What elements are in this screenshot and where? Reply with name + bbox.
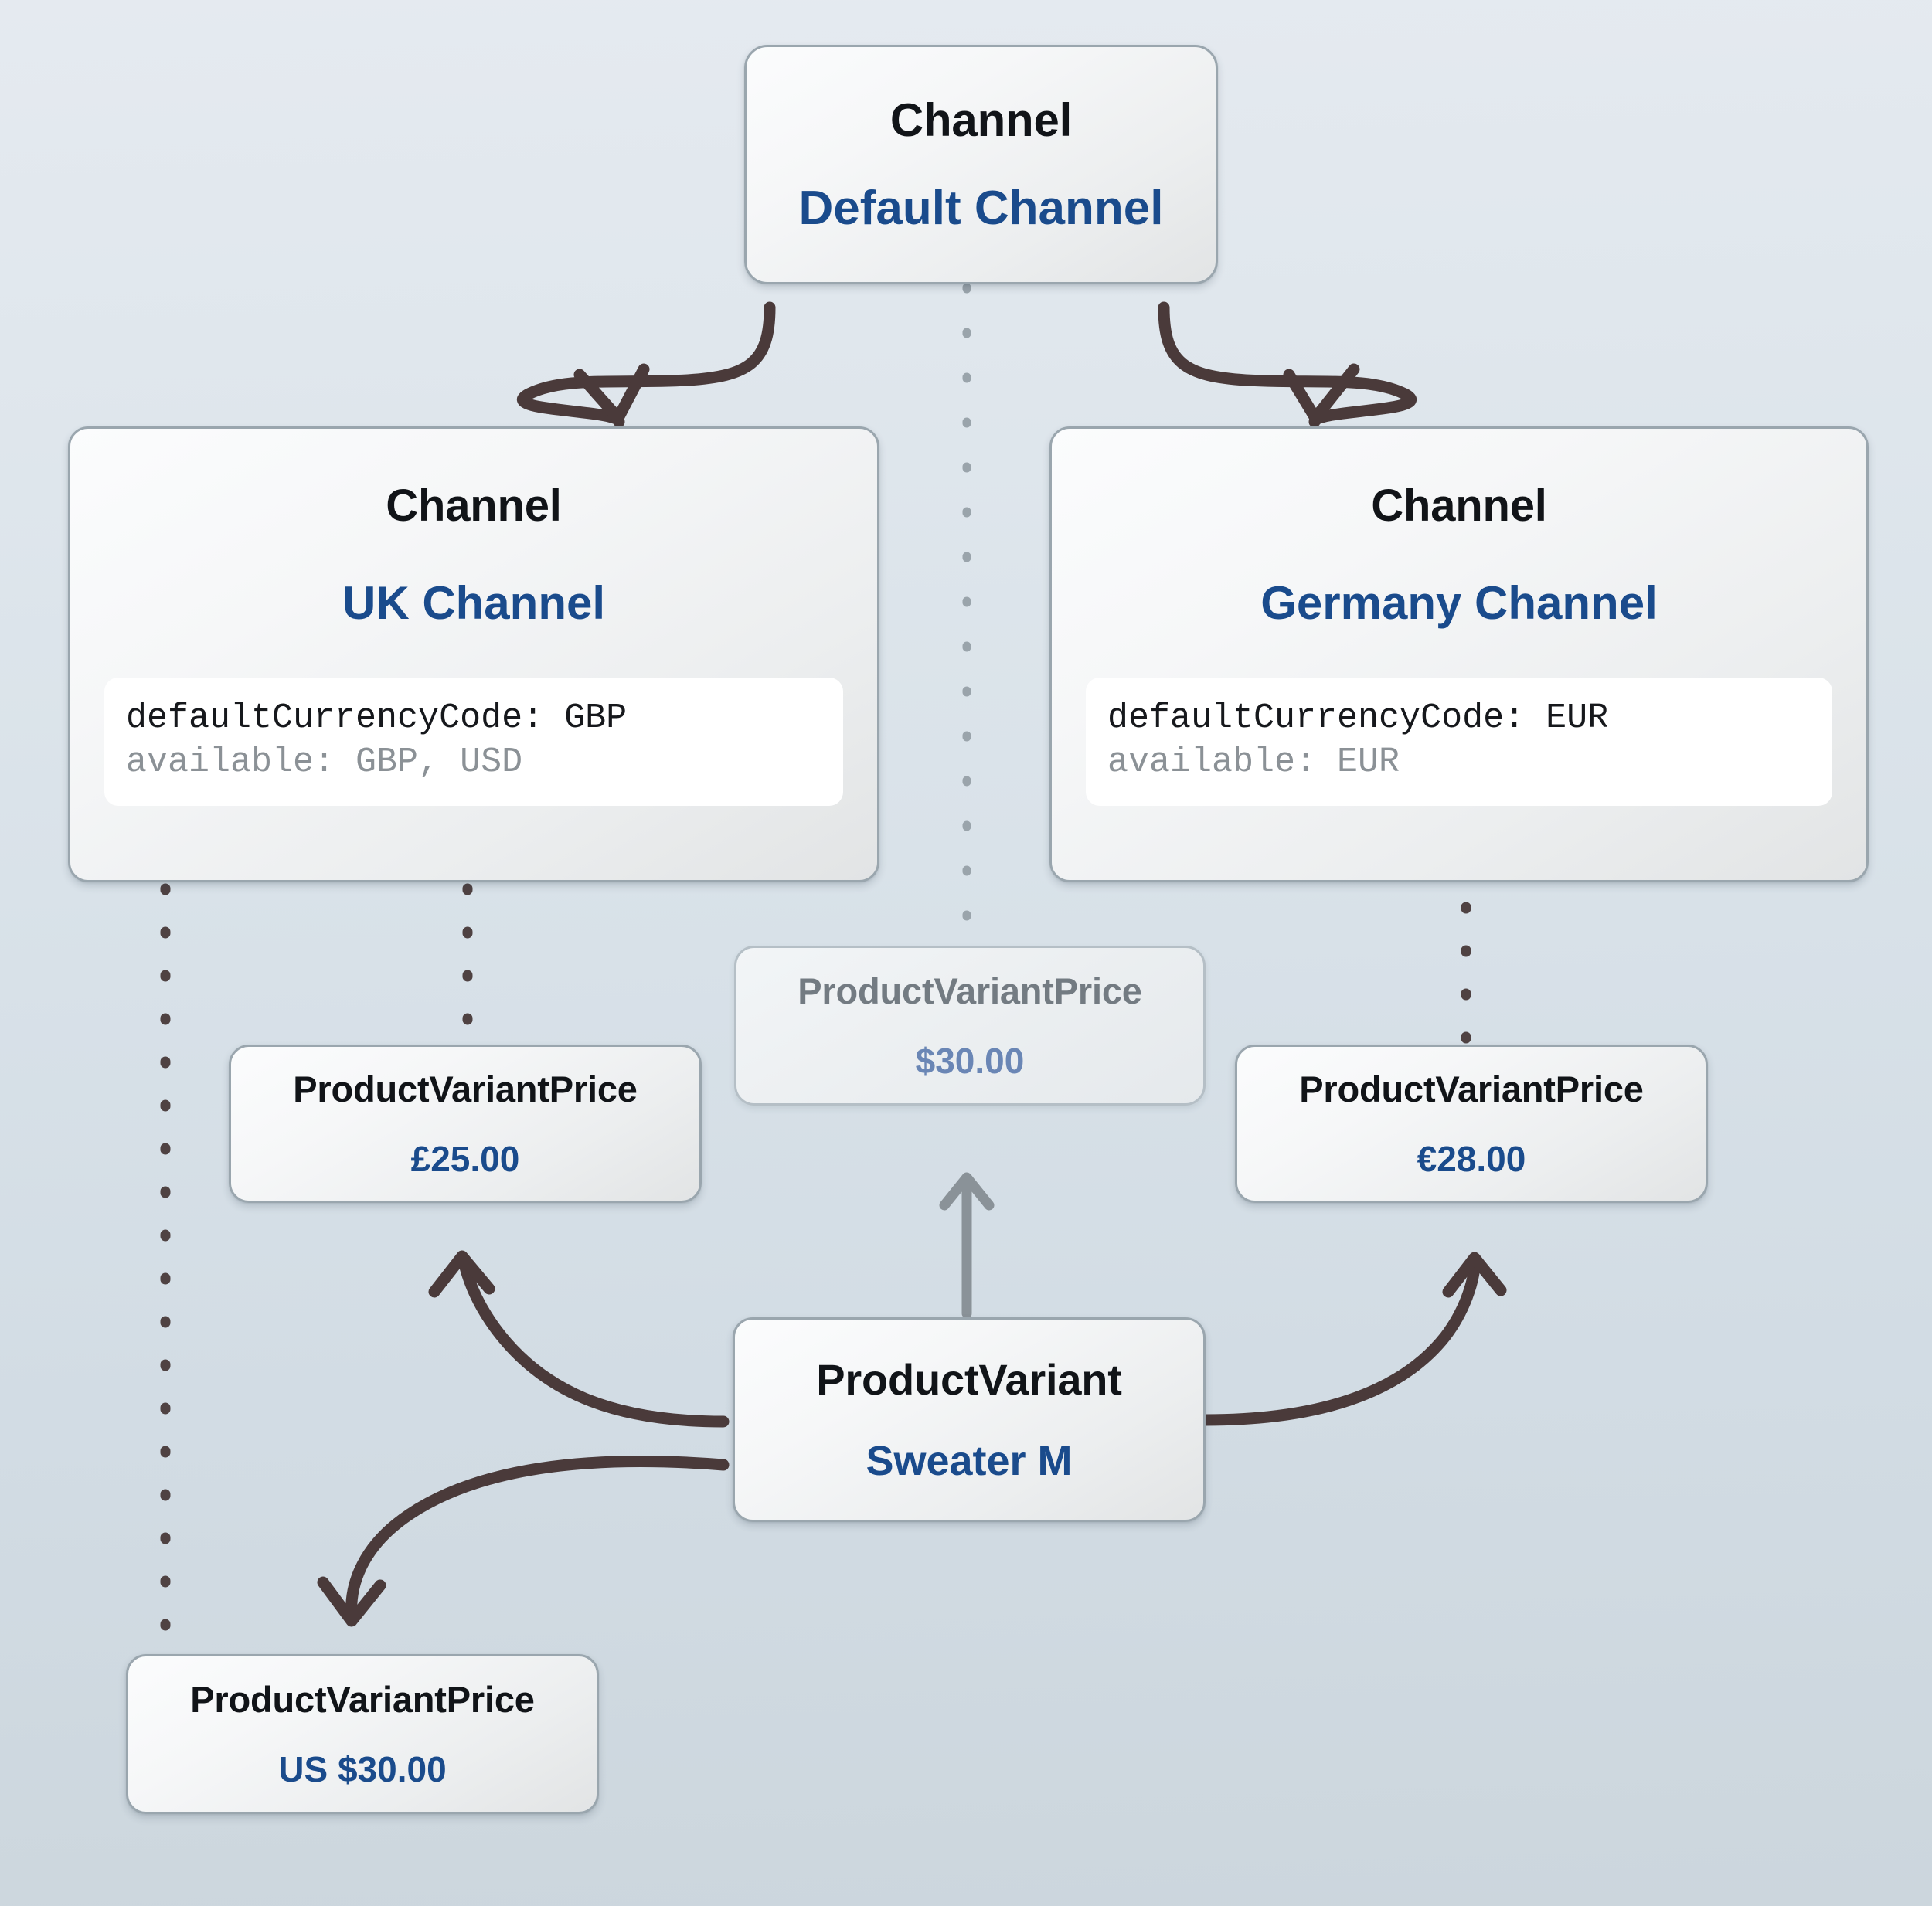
arrow-variant-to-gbp-price <box>428 1250 730 1428</box>
node-price-value: €28.00 <box>1417 1139 1526 1179</box>
node-name-label: Default Channel <box>798 182 1164 235</box>
node-type-label: ProductVariantPrice <box>190 1679 535 1720</box>
node-name-label: UK Channel <box>342 577 606 629</box>
arrow-default-to-germany-channel <box>1158 301 1417 428</box>
node-price-value: $30.00 <box>915 1041 1025 1081</box>
node-product-variant-price-eur[interactable]: ProductVariantPrice €28.00 <box>1235 1045 1708 1203</box>
code-line-available-currencies: available: GBP, USD <box>126 742 523 783</box>
node-name-label: Germany Channel <box>1260 577 1658 629</box>
node-product-variant-price-gbp[interactable]: ProductVariantPrice £25.00 <box>229 1045 702 1203</box>
node-type-label: Channel <box>889 94 1073 146</box>
node-type-label: Channel <box>1371 481 1547 531</box>
node-type-label: Channel <box>386 481 562 531</box>
uk-channel-code-block: defaultCurrencyCode: GBP available: GBP,… <box>104 678 843 807</box>
node-price-value: US $30.00 <box>278 1749 447 1789</box>
node-name-label: Sweater M <box>866 1438 1073 1484</box>
node-uk-channel[interactable]: Channel UK Channel defaultCurrencyCode: … <box>68 426 879 882</box>
node-product-variant-price-usd-muted[interactable]: ProductVariantPrice $30.00 <box>734 946 1206 1106</box>
arrow-variant-to-eur-price <box>1199 1252 1507 1426</box>
germany-channel-code-block: defaultCurrencyCode: EUR available: EUR <box>1086 678 1832 807</box>
node-product-variant-price-usd[interactable]: ProductVariantPrice US $30.00 <box>126 1654 599 1814</box>
node-germany-channel[interactable]: Channel Germany Channel defaultCurrencyC… <box>1049 426 1869 882</box>
arrow-variant-to-usd-price <box>317 1456 730 1627</box>
arrow-variant-to-middle-price <box>939 1172 995 1319</box>
arrow-default-to-uk-channel <box>516 301 776 428</box>
node-type-label: ProductVariantPrice <box>293 1069 638 1109</box>
code-line-available-currencies: available: EUR <box>1107 742 1400 783</box>
code-line-default-currency: defaultCurrencyCode: GBP <box>126 698 628 738</box>
node-default-channel[interactable]: Channel Default Channel <box>744 45 1218 284</box>
node-type-label: ProductVariantPrice <box>798 970 1142 1011</box>
code-line-default-currency: defaultCurrencyCode: EUR <box>1107 698 1609 738</box>
node-type-label: ProductVariant <box>816 1355 1122 1404</box>
node-type-label: ProductVariantPrice <box>1299 1069 1644 1109</box>
node-product-variant[interactable]: ProductVariant Sweater M <box>733 1317 1206 1522</box>
node-price-value: £25.00 <box>410 1139 520 1179</box>
